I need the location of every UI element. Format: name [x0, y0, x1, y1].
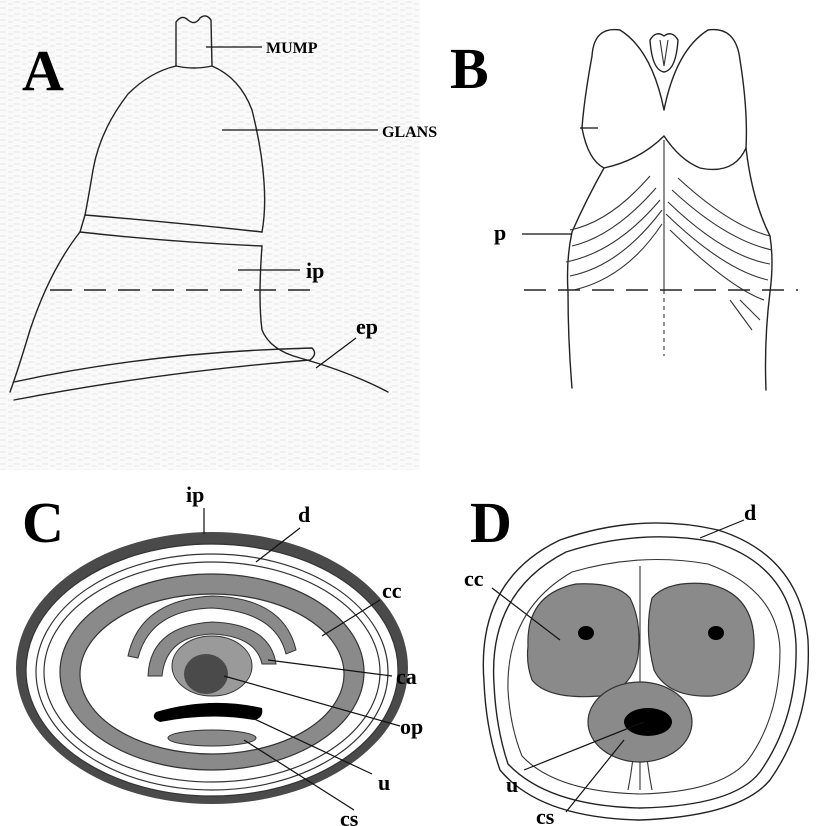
label-ip-a: ip	[306, 258, 324, 283]
panel-d-letter: D	[470, 490, 512, 555]
panel-d: D d cc u cs	[464, 490, 808, 826]
shaft-b-outline	[568, 148, 773, 390]
panel-b-letter: B	[450, 36, 489, 101]
leader-d-d	[700, 520, 744, 538]
label-ip-c: ip	[186, 482, 204, 507]
label-u-c: u	[378, 770, 390, 795]
urethra-d	[624, 708, 672, 736]
artery-right	[708, 626, 724, 640]
label-u-d: u	[506, 772, 518, 797]
label-p: p	[494, 220, 506, 245]
prepuce-folds	[566, 176, 772, 330]
panel-c: C ip d cc ca op u cs	[16, 482, 423, 826]
label-cs-c: cs	[340, 806, 359, 826]
label-ca: ca	[396, 664, 417, 689]
leader-cs-d	[566, 740, 624, 812]
label-cc-c: cc	[382, 578, 402, 603]
label-d-c: d	[298, 502, 310, 527]
os-penis	[184, 654, 228, 694]
label-d-d: d	[744, 500, 756, 525]
panel-b: B p	[450, 30, 798, 390]
panel-c-letter: C	[22, 490, 64, 555]
corpus-cavernosum-left	[528, 584, 640, 697]
label-cc-d: cc	[464, 566, 484, 591]
meatus	[650, 34, 678, 72]
label-cs-d: cs	[536, 804, 555, 826]
corpus-spongiosum-c	[168, 730, 256, 746]
corpus-cavernosum-right	[648, 583, 754, 696]
label-mump: MUMP	[266, 40, 318, 57]
label-glans: GLANS	[382, 124, 437, 141]
label-ep: ep	[356, 314, 378, 339]
meatus-slit	[660, 40, 668, 66]
panel-a-letter: A	[22, 38, 64, 103]
artery-left	[578, 626, 594, 640]
label-op: op	[400, 714, 423, 739]
panel-a: A MUMP GLANS ip ep	[0, 0, 437, 470]
